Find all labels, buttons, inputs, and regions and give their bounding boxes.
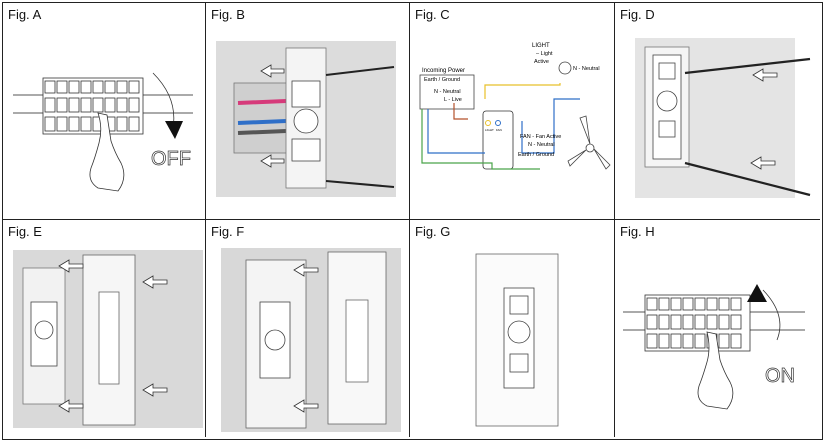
hand-icon [697, 331, 734, 410]
arrow-left-icon [752, 68, 778, 82]
arrow-left-icon [750, 156, 776, 170]
breaker-on-illustration: ON [623, 284, 805, 410]
breaker-bank [644, 294, 751, 352]
fig-h-label: Fig. H [620, 224, 655, 239]
cover-plate-illustration [221, 248, 401, 432]
incoming-power-text: Incoming Power [422, 68, 465, 74]
fig-e-label: Fig. E [8, 224, 42, 239]
fig-c-label: Fig. C [415, 7, 450, 22]
arrow-down-icon [165, 121, 183, 139]
earth-wire [421, 109, 540, 170]
arrow-left-icon [293, 399, 319, 413]
light-wire [484, 83, 561, 99]
arrow-left-icon [260, 64, 285, 78]
terminal-light-text: LIGHT [485, 128, 494, 132]
wiring-box-illustration [216, 41, 396, 197]
breaker-bank [42, 77, 144, 135]
panel-fig-g: Fig. G [410, 220, 615, 437]
panel-fig-b: Fig. B [206, 3, 410, 220]
arrow-up-icon [747, 284, 767, 302]
arrow-left-icon [142, 275, 168, 289]
l-live-text: L - Live [444, 97, 462, 103]
on-text: ON [765, 365, 795, 387]
wiring-diagram: Incoming Power Earth / Ground N - Neutra… [419, 43, 611, 170]
light-title-text: LIGHT [532, 43, 550, 49]
switch-module [482, 110, 514, 170]
light-sub-text: – Light [536, 51, 553, 57]
earth-ground-top-text: Earth / Ground [424, 77, 460, 83]
arrow-left-icon [142, 383, 168, 397]
n-neutral-light-text: N - Neutral [573, 66, 600, 72]
arrow-left-icon [58, 399, 84, 413]
neutral-wire [427, 109, 485, 154]
terminal-fan-text: FAN [496, 128, 502, 132]
arrow-left-icon [58, 259, 84, 273]
live-wire [453, 103, 468, 120]
finished-switch-illustration [475, 253, 559, 427]
fig-a-label: Fig. A [8, 7, 42, 22]
panel-fig-h: Fig. H ON [615, 220, 820, 437]
panel-fig-e: Fig. E [3, 220, 206, 437]
incoming-power-box [419, 74, 475, 110]
fan-active-text: FAN - Fan Active [520, 134, 561, 140]
arrow-left-icon [260, 154, 285, 168]
n-neutral-fan-text: N - Neutral [528, 142, 555, 148]
panel-fig-c: Fig. C Incoming Power Earth / Ground N -… [410, 3, 615, 220]
fig-f-label: Fig. F [211, 224, 245, 239]
ceiling-fan-icon [567, 115, 611, 170]
mount-screws-illustration [635, 38, 811, 198]
off-text: OFF [151, 148, 191, 170]
panel-fig-f: Fig. F [206, 220, 410, 437]
arrow-left-icon [293, 263, 319, 277]
fig-d-label: Fig. D [620, 7, 655, 22]
light-bulb-icon [558, 61, 572, 75]
breaker-off-illustration: OFF [13, 72, 193, 192]
fig-b-label: Fig. B [211, 7, 245, 22]
earth-ground-bottom-text: Earth / Ground [518, 152, 554, 158]
panel-fig-a: Fig. A OFF [3, 3, 206, 220]
fig-g-label: Fig. G [415, 224, 451, 239]
panel-fig-d: Fig. D [615, 3, 820, 220]
n-neutral-left-text: N - Neutral [434, 89, 461, 95]
light-active-text: Active [534, 59, 549, 65]
hand-icon [89, 112, 125, 192]
plate-assembly-illustration [13, 250, 203, 428]
